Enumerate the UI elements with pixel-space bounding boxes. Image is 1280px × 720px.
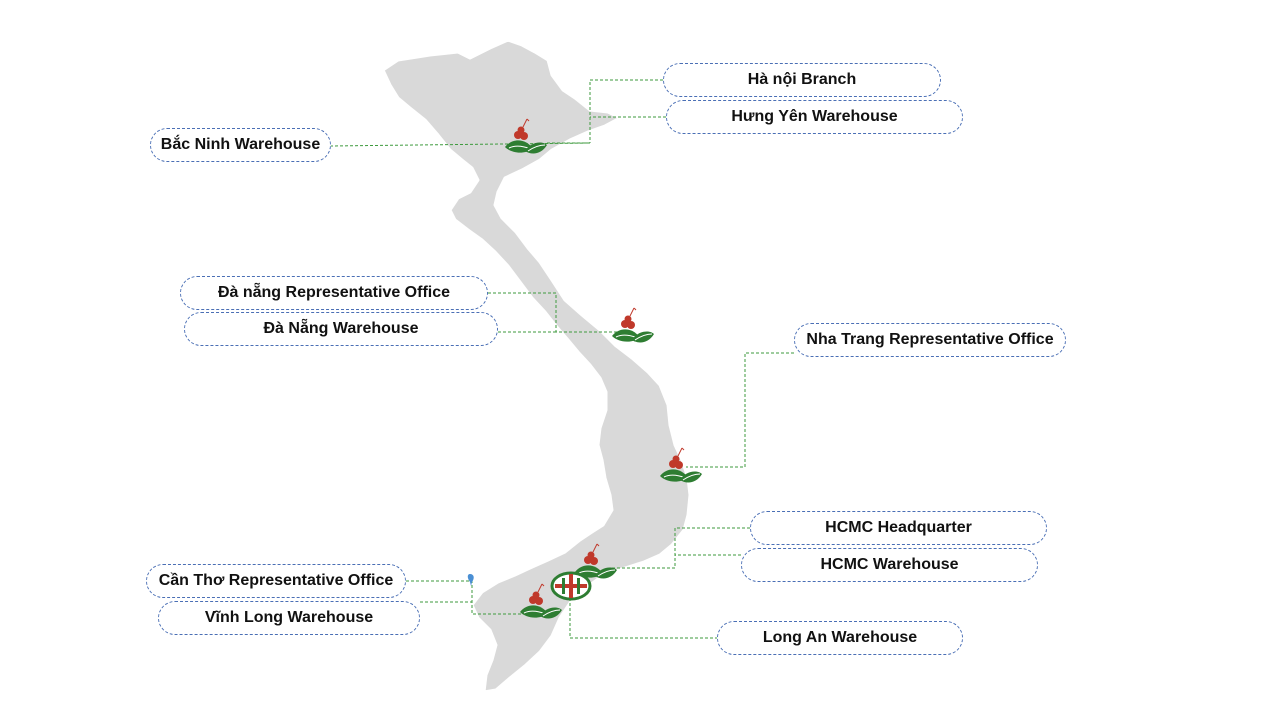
coffee-leaf-marker-icon xyxy=(611,307,655,343)
label-text: Bắc Ninh Warehouse xyxy=(160,136,321,153)
label-text: Long An Warehouse xyxy=(762,629,918,646)
label-text: Cần Thơ Representative Office xyxy=(158,572,394,589)
label-text: Nha Trang Representative Office xyxy=(806,331,1054,348)
label-text: Đà nẵng Representative Office xyxy=(217,284,451,301)
label-text: Hà nội Branch xyxy=(747,71,857,88)
connector-nha-trang-rep-office xyxy=(686,352,794,468)
location-label-da-nang-rep-office[interactable]: Đà nẵng Representative Office xyxy=(180,276,488,310)
connector-da-nang-rep-office xyxy=(488,292,620,333)
location-label-hung-yen-warehouse[interactable]: Hưng Yên Warehouse xyxy=(666,100,963,134)
location-label-long-an-warehouse[interactable]: Long An Warehouse xyxy=(717,621,963,655)
location-label-vinh-long-warehouse[interactable]: Vĩnh Long Warehouse xyxy=(158,601,420,635)
location-label-can-tho-rep-office[interactable]: Cần Thơ Representative Office xyxy=(146,564,406,598)
label-text: Hưng Yên Warehouse xyxy=(731,108,898,125)
connector-long-an-warehouse xyxy=(569,600,718,639)
connector-hanoi-branch xyxy=(589,79,663,143)
label-text: HCMC Headquarter xyxy=(825,519,972,536)
label-text: HCMC Warehouse xyxy=(820,556,959,573)
connector-hcmc-headquarter xyxy=(610,527,750,569)
company-logo-icon xyxy=(550,571,592,601)
connector-lines xyxy=(329,79,794,639)
location-label-hcmc-warehouse[interactable]: HCMC Warehouse xyxy=(741,548,1038,582)
label-text: Đà Nẵng Warehouse xyxy=(263,320,419,337)
vietnam-landmass xyxy=(381,38,692,694)
connector-bac-ninh-warehouse xyxy=(329,142,591,147)
connector-can-tho-rep-office xyxy=(406,580,530,615)
map-pin-icon xyxy=(467,574,474,586)
location-label-bac-ninh-warehouse[interactable]: Bắc Ninh Warehouse xyxy=(150,128,331,162)
location-label-hanoi-branch[interactable]: Hà nội Branch xyxy=(663,63,941,97)
label-text: Vĩnh Long Warehouse xyxy=(204,609,374,626)
location-label-nha-trang-rep-office[interactable]: Nha Trang Representative Office xyxy=(794,323,1066,357)
location-label-hcmc-headquarter[interactable]: HCMC Headquarter xyxy=(750,511,1047,545)
location-label-da-nang-warehouse[interactable]: Đà Nẵng Warehouse xyxy=(184,312,498,346)
